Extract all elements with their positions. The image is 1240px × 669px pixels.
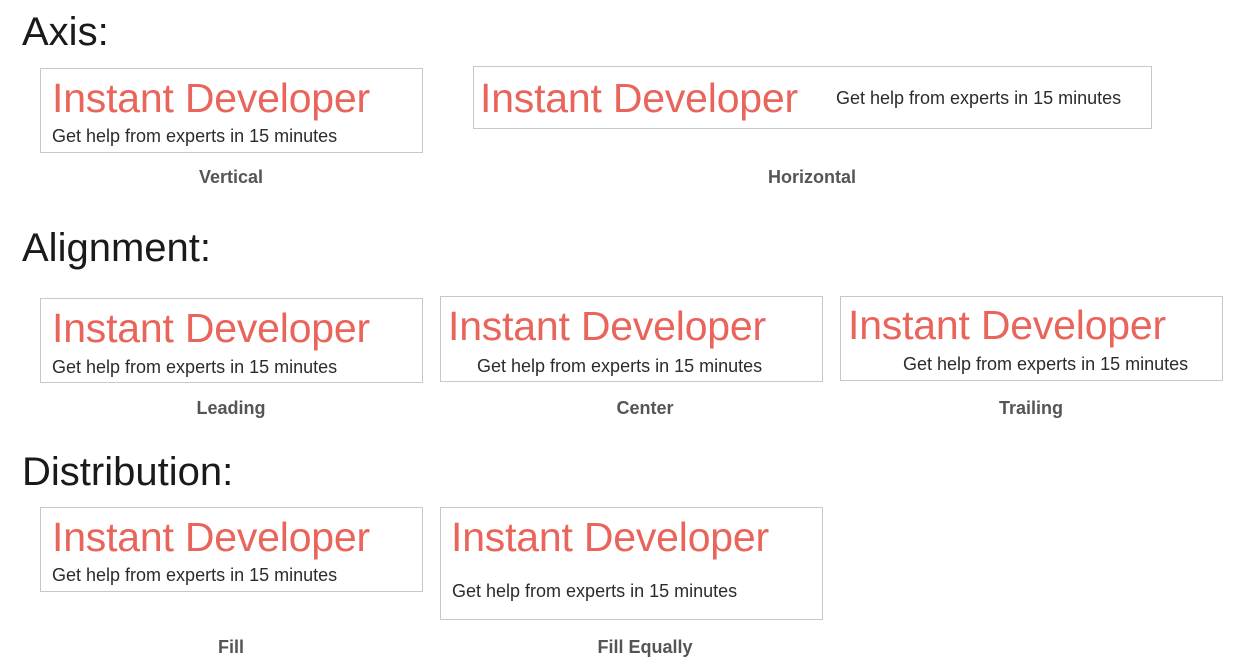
caption-horizontal: Horizontal [768,167,856,187]
stack-title: Instant Developer [52,514,370,560]
alignment-heading: Alignment: [22,226,211,270]
caption-center: Center [616,398,674,418]
stack-title: Instant Developer [448,303,766,349]
axis-heading: Axis: [22,10,109,54]
stack-title: Instant Developer [480,75,798,121]
distribution-heading: Distribution: [22,450,234,494]
stack-title: Instant Developer [52,305,370,351]
stack-subtitle: Get help from experts in 15 minutes [836,88,1122,108]
stack-subtitle: Get help from experts in 15 minutes [477,356,763,376]
trailing-alignment-example: Instant Developer Get help from experts … [840,296,1223,381]
stack-subtitle: Get help from experts in 15 minutes [52,126,338,146]
stack-subtitle: Get help from experts in 15 minutes [452,581,738,601]
caption-trailing: Trailing [998,398,1064,418]
caption-vertical: Vertical [198,167,264,187]
vertical-stack-example: Instant Developer Get help from experts … [40,68,423,153]
stack-title: Instant Developer [848,302,1166,348]
center-alignment-example: Instant Developer Get help from experts … [440,296,823,382]
stack-title: Instant Developer [451,514,769,560]
stack-title: Instant Developer [52,75,370,121]
leading-alignment-example: Instant Developer Get help from experts … [40,298,423,383]
fill-equally-distribution-example: Instant Developer Get help from experts … [440,507,823,620]
horizontal-stack-example: Instant Developer Get help from experts … [473,66,1152,129]
caption-fill: Fill [218,637,244,657]
stack-subtitle: Get help from experts in 15 minutes [52,565,338,585]
stack-subtitle: Get help from experts in 15 minutes [903,354,1189,374]
caption-leading: Leading [196,398,266,418]
caption-fill-equally: Fill Equally [597,637,693,657]
stack-subtitle: Get help from experts in 15 minutes [52,357,338,377]
fill-distribution-example: Instant Developer Get help from experts … [40,507,423,592]
